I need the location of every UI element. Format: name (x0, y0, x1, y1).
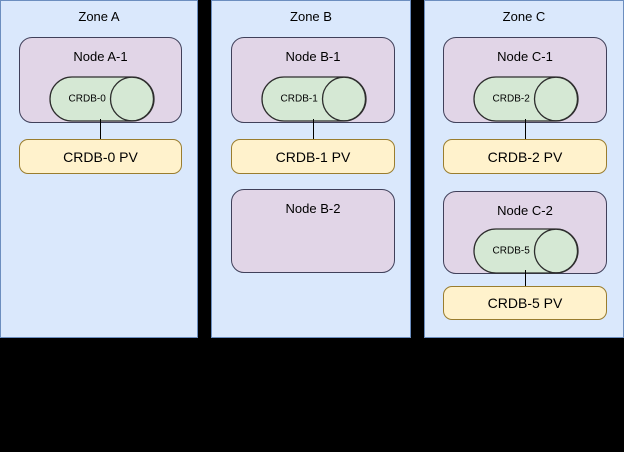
node-a-1-title: Node A-1 (73, 49, 128, 64)
zone-b-container[interactable]: Zone B Node B-1 CRDB-1 CRDB-1 PV Node B-… (211, 0, 411, 338)
pv-crdb-1[interactable]: CRDB-1 PV (231, 139, 395, 174)
pv-crdb-2[interactable]: CRDB-2 PV (443, 139, 607, 174)
connector-node-a-1-to-pv (100, 119, 101, 141)
pv-crdb-5[interactable]: CRDB-5 PV (443, 286, 607, 320)
pv-crdb-2-label: CRDB-2 PV (487, 148, 563, 165)
node-b-1-title: Node B-1 (285, 49, 341, 64)
node-b-2-title: Node B-2 (285, 201, 341, 216)
zone-b-title: Zone B (290, 9, 332, 24)
connector-node-c-1-to-pv (525, 119, 526, 141)
node-c-1[interactable]: Node C-1 CRDB-2 (443, 37, 607, 123)
node-c-2[interactable]: Node C-2 CRDB-5 (443, 191, 607, 274)
zone-c-container[interactable]: Zone C Node C-1 CRDB-2 CRDB-2 PV Node C-… (424, 0, 624, 338)
database-cylinder-crdb-0[interactable]: CRDB-0 (49, 76, 155, 122)
pv-crdb-1-label: CRDB-1 PV (275, 148, 351, 165)
pv-crdb-0[interactable]: CRDB-0 PV (19, 139, 182, 174)
database-cylinder-crdb-2[interactable]: CRDB-2 (473, 76, 579, 122)
connector-node-c-2-to-pv (525, 270, 526, 288)
pv-crdb-0-label: CRDB-0 PV (63, 148, 138, 165)
node-c-2-title: Node C-2 (497, 203, 553, 218)
node-b-2[interactable]: Node B-2 (231, 189, 395, 273)
zone-a-container[interactable]: Zone A Node A-1 CRDB-0 CRDB-0 PV (0, 0, 198, 338)
node-a-1[interactable]: Node A-1 CRDB-0 (19, 37, 182, 123)
database-cylinder-crdb-1[interactable]: CRDB-1 (261, 76, 367, 122)
connector-node-b-1-to-pv (313, 119, 314, 141)
pv-crdb-5-label: CRDB-5 PV (487, 295, 563, 311)
node-b-1[interactable]: Node B-1 CRDB-1 (231, 37, 395, 123)
database-cylinder-crdb-5[interactable]: CRDB-5 (473, 228, 579, 274)
zone-a-title: Zone A (78, 9, 120, 24)
zone-c-title: Zone C (502, 9, 546, 24)
node-c-1-title: Node C-1 (497, 49, 553, 64)
